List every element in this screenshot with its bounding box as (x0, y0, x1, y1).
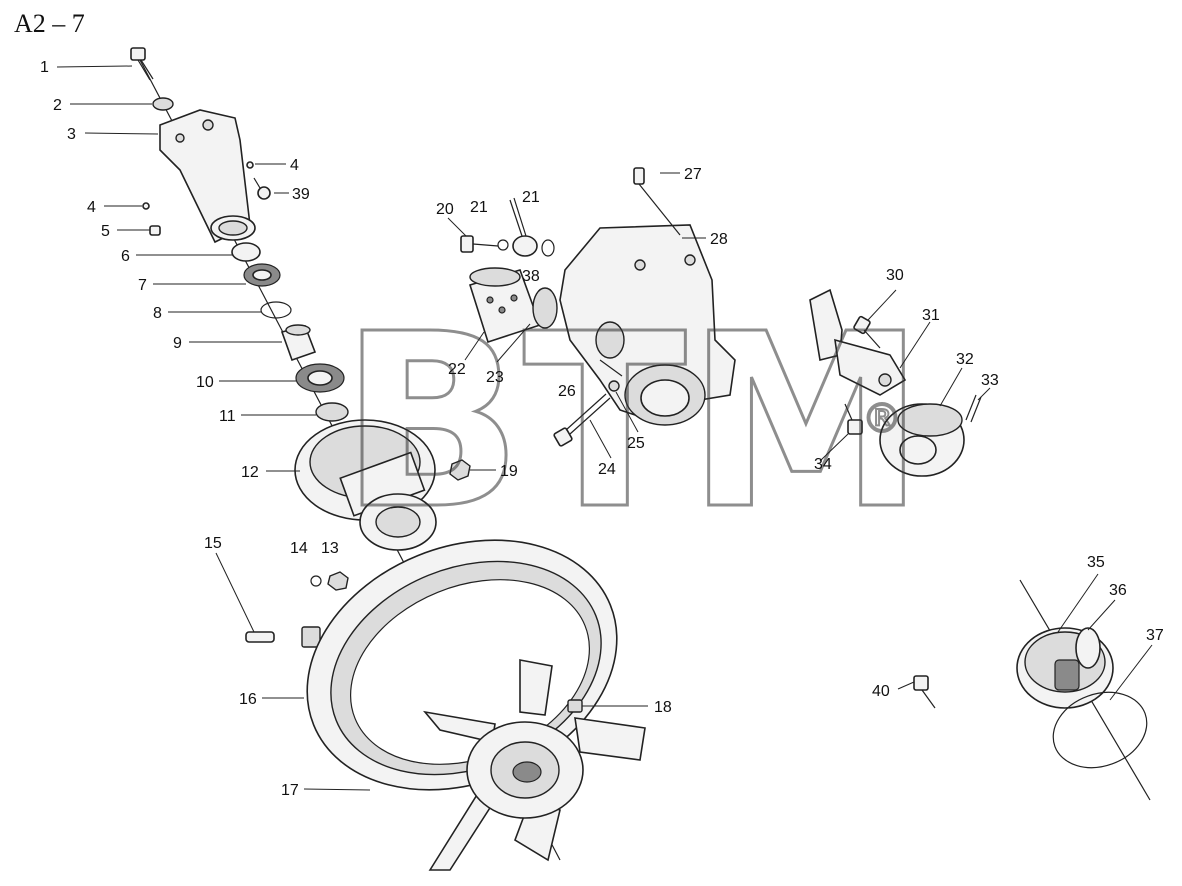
part-washer-25 (608, 380, 620, 392)
callout-40: 40 (872, 683, 890, 700)
callout-36: 36 (1109, 582, 1127, 599)
callout-14: 14 (290, 540, 308, 557)
part-seal-11 (315, 402, 349, 422)
part-nut-19 (449, 459, 471, 481)
part-housing-3 (159, 109, 256, 244)
part-spacer-9 (280, 324, 317, 362)
part-washer-21-left (497, 239, 509, 251)
callout-27: 27 (684, 166, 702, 183)
callout-19: 19 (500, 463, 518, 480)
part-bolt-24 (553, 393, 611, 447)
callout-6: 6 (121, 248, 130, 265)
callout-9: 9 (173, 335, 182, 352)
part-banjo-21 (509, 197, 538, 257)
callout-25: 25 (627, 435, 645, 452)
callout-21-right: 21 (522, 189, 540, 206)
callout-24: 24 (598, 461, 616, 478)
leader-lines (56, 65, 1153, 791)
callout-21-left: 21 (470, 199, 488, 216)
part-hub-12 (294, 419, 437, 551)
watermark-registered: ® (862, 396, 902, 442)
part-bolt-20 (460, 235, 499, 253)
callout-16: 16 (239, 691, 257, 708)
callout-34: 34 (814, 456, 832, 473)
callout-15: 15 (204, 535, 222, 552)
callout-18: 18 (654, 699, 672, 716)
part-washer-2 (152, 97, 174, 111)
callout-13: 13 (321, 540, 339, 557)
part-circlip-8 (260, 301, 292, 319)
callout-37: 37 (1146, 627, 1164, 644)
callout-23: 23 (486, 369, 504, 386)
part-bolt-30 (853, 315, 881, 349)
callout-39: 39 (292, 186, 310, 203)
callout-12: 12 (241, 464, 259, 481)
part-tensioner-31 (809, 288, 907, 396)
part-bolt-1 (130, 47, 154, 81)
part-impeller-36 (1054, 627, 1101, 691)
part-clip-18 (567, 699, 583, 713)
callout-28: 28 (710, 231, 728, 248)
part-gasket-37 (1052, 691, 1148, 769)
callout-11: 11 (219, 408, 236, 425)
part-ring-4-lower (142, 202, 150, 210)
callout-2: 2 (53, 97, 62, 114)
callout-17: 17 (281, 782, 299, 799)
part-screw-39 (253, 177, 271, 200)
callout-5: 5 (101, 223, 110, 240)
callout-4-upper: 4 (290, 157, 299, 174)
callout-3: 3 (67, 126, 76, 143)
callout-1: 1 (40, 59, 49, 76)
callout-26: 26 (558, 383, 576, 400)
part-guide-26 (599, 359, 623, 377)
part-collar-23 (532, 287, 558, 329)
callout-8: 8 (153, 305, 162, 322)
callout-38: 38 (522, 268, 540, 285)
part-cartridge-22 (468, 267, 542, 344)
part-screw-15 (245, 626, 321, 648)
part-ring-6 (231, 242, 261, 262)
part-screw-5 (149, 225, 161, 236)
callout-32: 32 (956, 351, 974, 368)
part-ring-4-upper (246, 161, 254, 169)
part-stud-27 (633, 167, 681, 236)
callout-4-lower: 4 (87, 199, 96, 216)
callout-10: 10 (196, 374, 214, 391)
callout-31: 31 (922, 307, 940, 324)
callout-7: 7 (138, 277, 147, 294)
part-pump-28 (559, 224, 736, 426)
part-washer-21-right (541, 239, 555, 257)
callout-22: 22 (448, 361, 466, 378)
part-bolt-40 (913, 675, 936, 709)
callout-33: 33 (981, 372, 999, 389)
callout-labels: 1 2 3 4 4 5 6 7 8 9 10 11 12 13 14 15 16… (40, 59, 1164, 799)
callout-30: 30 (886, 267, 904, 284)
parts-artwork (130, 47, 1151, 871)
part-bearing-10 (295, 363, 345, 393)
diagram-title: A2 – 7 (14, 9, 85, 38)
part-bolt-34 (844, 403, 863, 435)
part-stud-33 (965, 394, 982, 423)
part-nut-13 (327, 571, 349, 591)
part-washer-14 (310, 575, 322, 587)
part-fan-17 (422, 659, 646, 871)
callout-20: 20 (436, 201, 454, 218)
part-bearing-7 (243, 263, 281, 287)
part-pulley-32 (879, 403, 965, 477)
callout-35: 35 (1087, 554, 1105, 571)
